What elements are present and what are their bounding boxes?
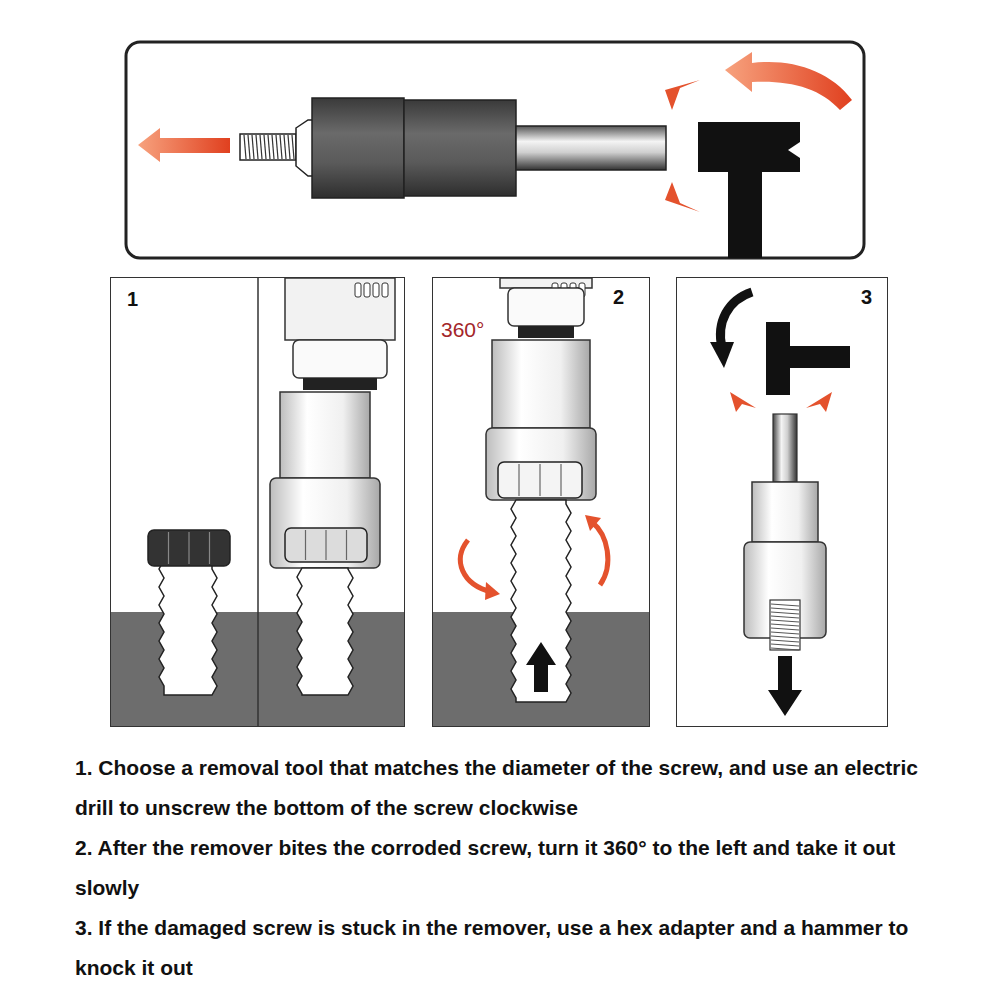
thread-line [276,135,278,159]
thread-line [264,135,266,159]
hex-edge [188,532,189,564]
thread-line [771,612,799,614]
thread-line [284,135,286,159]
pull-arrow [138,128,230,162]
swing-arrow [725,52,852,110]
thread-line [252,135,254,159]
knock-out-arrow [768,656,802,716]
impact-mark [665,182,700,212]
screw-thread [770,600,800,650]
socket [404,100,516,196]
instruction-text: 1. Choose a removal tool that matches th… [75,748,950,828]
drill-body [500,278,592,288]
hex-edge [518,464,519,496]
bolt-thread [240,134,296,160]
rotation-label: 360° [441,318,484,342]
impact-mark [806,392,832,412]
step-number: 3 [861,286,872,309]
step-number: 2 [613,286,624,309]
turn-arrow [592,522,608,585]
drill-chuck [293,340,387,378]
instruction-list: 1. Choose a removal tool that matches th… [75,748,950,988]
socket [312,98,404,198]
thread-line [248,135,250,159]
hammer [766,322,850,395]
thread-line [771,644,799,646]
drill-vent [382,283,388,297]
panel-frame [126,42,864,258]
hex-head [285,528,367,562]
instruction-text: 2. After the remover bites the corroded … [75,828,950,908]
drill-vent [355,283,361,297]
remover-socket [270,478,380,568]
step-number: 1 [127,288,138,311]
hex-adapter [773,414,797,482]
thread-line [771,636,799,638]
thread-line [288,135,290,159]
thread-line [771,628,799,630]
turn-arrow-head [485,582,500,600]
hex-edge [560,464,561,496]
hex-head [498,462,582,498]
drill-vent [364,283,370,297]
hammer [698,122,800,258]
drill-body [285,278,395,340]
hex-edge [325,530,326,560]
thread-line [771,620,799,622]
thread-line [256,135,258,159]
thread-line [771,648,799,650]
drill-vent [373,283,379,297]
panel-divider [257,277,259,727]
thread-line [292,135,294,159]
thread-line [260,135,262,159]
hex-edge [346,530,347,560]
hex-edge [168,532,169,564]
hex-head [148,530,230,566]
instruction-text: 3. If the damaged screw is stuck in the … [75,908,950,988]
thread-line [771,624,799,626]
lift-arrow [526,642,556,692]
thread-line [771,608,799,610]
thread-line [244,135,246,159]
thread-line [280,135,282,159]
thread-line [272,135,274,159]
remover-socket [752,482,818,542]
swing-arrow [720,292,752,348]
shaft [516,126,666,170]
impact-mark [730,392,756,412]
impact-mark [665,80,700,110]
broken-bolt [511,500,571,702]
thread-line [268,135,270,159]
turn-arrow-head [585,515,601,531]
swing-arrow-head [710,342,734,368]
step-panel: 1 [110,277,405,727]
broken-bolt [297,568,353,695]
drill-collar [303,378,377,390]
drill-chuck [508,288,584,326]
step-panel: 3 [676,277,888,727]
hex-edge [539,464,540,496]
hex-edge [209,532,210,564]
drill-collar [518,326,574,338]
thread-line [771,616,799,618]
remover-socket [280,392,370,478]
thread-line [771,632,799,634]
thread-line [771,640,799,642]
remover-socket [492,340,590,428]
step-panel: 2 360° [432,277,650,727]
remover-socket [486,428,596,500]
broken-bolt [159,560,217,695]
thread-line [771,604,799,606]
hex-edge [305,530,306,560]
